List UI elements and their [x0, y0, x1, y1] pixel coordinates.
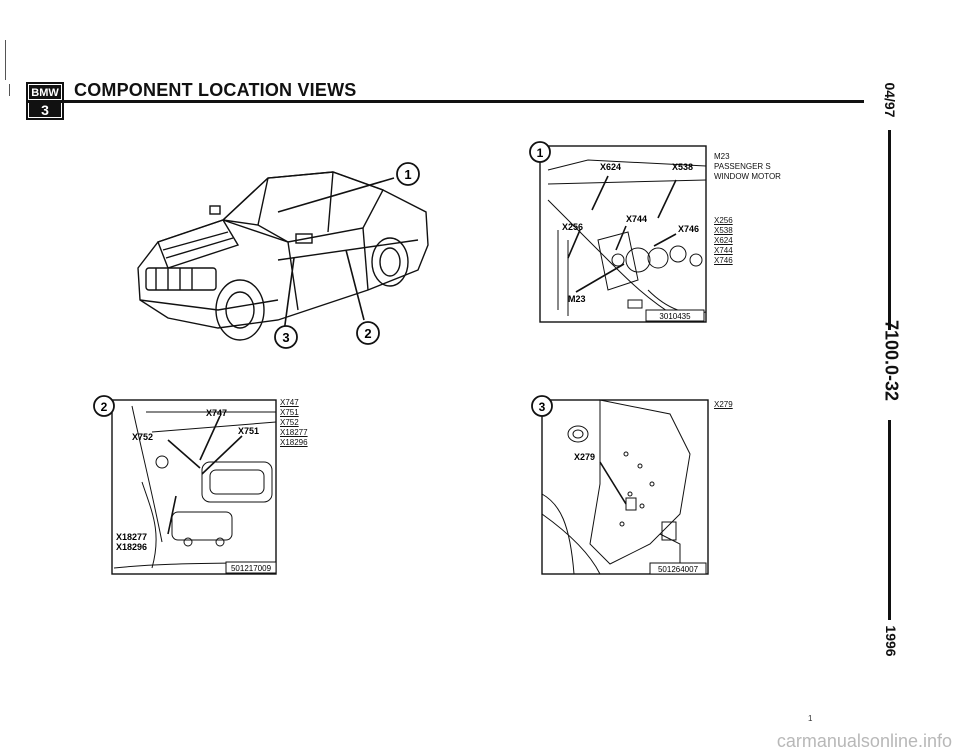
label-m23: M23: [568, 294, 586, 304]
legend-item: X744: [714, 246, 733, 255]
legend-item: X256: [714, 216, 733, 225]
view-2-illustration: X747 X752 X751 X18277 X18296 501217009 2: [92, 392, 278, 578]
label-x746: X746: [678, 224, 699, 234]
legend-item: X746: [714, 256, 733, 265]
label-x538: X538: [672, 162, 693, 172]
legend-title: PASSENGER S: [714, 162, 771, 171]
legend-item: X624: [714, 236, 733, 245]
legend-item: X752: [280, 418, 299, 427]
svg-text:2: 2: [364, 326, 371, 341]
svg-text:2: 2: [101, 400, 108, 414]
view-2-legend: X747 X751 X752 X18277 X18296: [280, 398, 340, 448]
legend-item: X538: [714, 226, 733, 235]
legend-item: X747: [280, 398, 299, 407]
label-x18277: X18277: [116, 532, 147, 542]
callout-3: 3: [274, 325, 298, 349]
legend-item: X751: [280, 408, 299, 417]
legend-title: M23: [714, 152, 730, 161]
side-year: 1996: [883, 625, 899, 657]
view-3-legend: X279: [714, 400, 764, 410]
view-1-number: 1: [529, 141, 551, 163]
svg-text:3: 3: [539, 400, 546, 414]
legend-item: X18296: [280, 438, 308, 447]
logo-text: BMW: [31, 87, 59, 99]
svg-text:1: 1: [537, 146, 544, 160]
view-1-ref: 3010435: [659, 312, 691, 321]
side-line: [888, 420, 891, 620]
label-x747: X747: [206, 408, 227, 418]
label-x18296: X18296: [116, 542, 147, 552]
legend-item: X279: [714, 400, 733, 409]
margin-mark: [9, 84, 10, 96]
label-x624: X624: [600, 162, 621, 172]
svg-text:1: 1: [404, 167, 411, 182]
label-x751: X751: [238, 426, 259, 436]
legend-item: X18277: [280, 428, 308, 437]
side-line: [888, 130, 891, 330]
legend-title: WINDOW MOTOR: [714, 172, 781, 181]
page-title: COMPONENT LOCATION VIEWS: [74, 80, 357, 100]
svg-text:3: 3: [282, 330, 289, 345]
label-x744: X744: [626, 214, 647, 224]
label-x256: X256: [562, 222, 583, 232]
label-x279: X279: [574, 452, 595, 462]
car-overview-illustration: 1 3 2: [128, 150, 438, 360]
side-date: 04/97: [882, 82, 898, 118]
header-rule: [26, 100, 864, 103]
site-watermark: carmanualsonline.info: [776, 731, 952, 751]
view-3-illustration: X279 501264007 3: [530, 394, 712, 580]
page-mark: 1: [808, 714, 813, 723]
view-3-number: 3: [531, 395, 553, 417]
label-x752: X752: [132, 432, 153, 442]
side-code: 7100.0-32: [881, 319, 902, 402]
view-1-illustration: X624 X538 X744 X256 X746 M23 3010435 1: [528, 140, 710, 326]
logo-series: 3: [41, 102, 49, 118]
callout-2: 2: [356, 321, 380, 345]
margin-mark: [5, 40, 6, 80]
view-2-number: 2: [93, 395, 115, 417]
view-2-ref: 501217009: [231, 564, 272, 573]
view-3-ref: 501264007: [658, 565, 699, 574]
view-1-legend: M23 PASSENGER S WINDOW MOTOR X256 X538 X…: [714, 152, 804, 266]
callout-1: 1: [396, 162, 420, 186]
